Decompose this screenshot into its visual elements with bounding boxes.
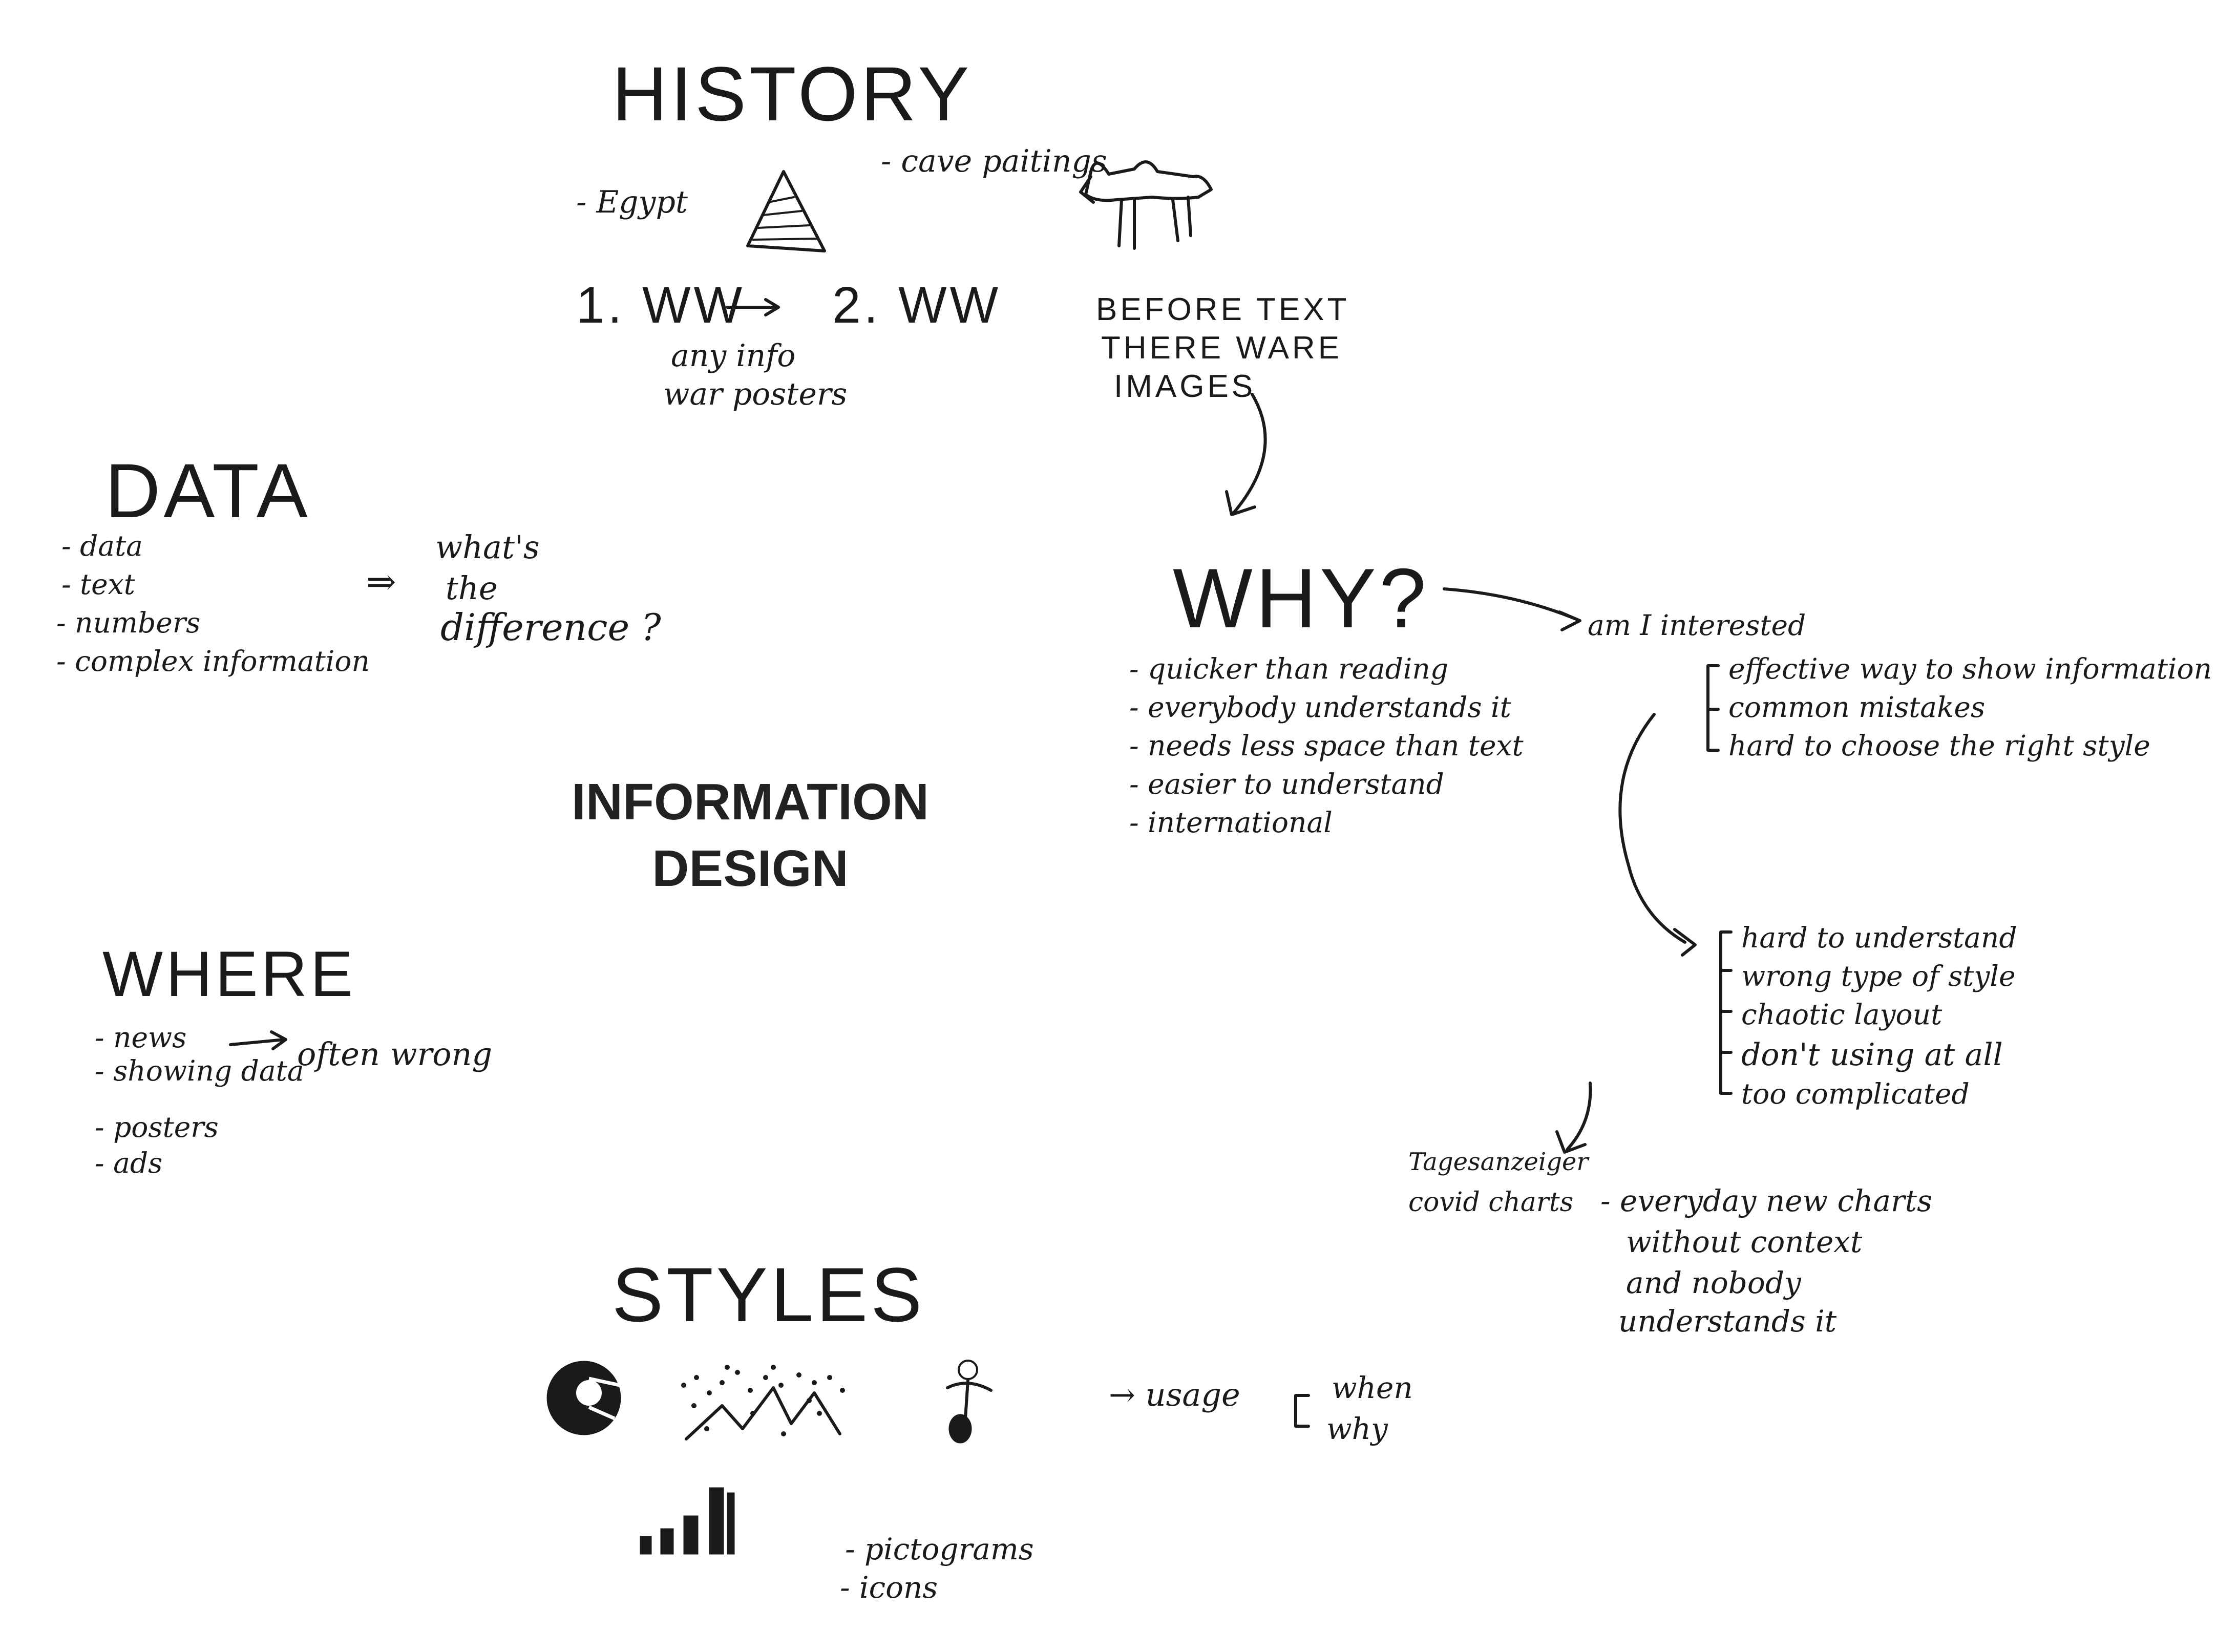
- pros-bracket: [1706, 664, 1720, 752]
- data-section: DATA - data - text - numbers - complex i…: [56, 448, 661, 677]
- why-item-2: - everybody understands it: [1129, 691, 1512, 724]
- why-example-line1: Tagesanzeiger: [1408, 1148, 1590, 1176]
- data-item-1: - data: [61, 530, 143, 562]
- styles-usage: → usage: [1109, 1376, 1240, 1413]
- data-item-4: - complex information: [56, 645, 370, 677]
- why-example-note-2: without context: [1626, 1224, 1863, 1259]
- why-item-1: - quicker than reading: [1129, 652, 1448, 685]
- styles-type-2: - icons: [840, 1570, 938, 1605]
- data-question-line3: difference ?: [440, 606, 661, 649]
- data-heading: DATA: [105, 448, 311, 534]
- history-to-why-arrow: [1225, 393, 1267, 516]
- history-ww1: 1. WW: [576, 277, 745, 334]
- where-item-2: - showing data: [95, 1054, 304, 1087]
- history-section: HISTORY - Egypt - cave paitings 1. WW 2.…: [576, 51, 1350, 412]
- ww-arrow: [726, 298, 780, 316]
- why-section: WHY? - quicker than reading - everybody …: [1129, 551, 2212, 1339]
- history-egypt: - Egypt: [576, 184, 688, 220]
- pie-chart-icon: [546, 1361, 621, 1435]
- where-item-1: - news: [95, 1021, 186, 1054]
- history-propaganda-line2: war posters: [663, 376, 847, 412]
- where-heading: WHERE: [102, 939, 356, 1010]
- why-example-note-4: understands it: [1618, 1304, 1837, 1339]
- scatter-chart-icon: [681, 1365, 845, 1441]
- bar-chart-icon: [640, 1487, 735, 1555]
- where-section: WHERE - news - showing data often wrong …: [95, 939, 492, 1179]
- styles-heading: STYLES: [612, 1252, 925, 1338]
- why-mistake-1: hard to understand: [1741, 921, 2017, 954]
- center-title-line1: INFORMATION: [572, 773, 929, 831]
- history-heading: HISTORY: [612, 51, 972, 137]
- history-before-line2: THERE WARE: [1101, 330, 1342, 366]
- styles-usage-why: why: [1326, 1411, 1388, 1446]
- center-title: INFORMATION DESIGN: [572, 773, 929, 897]
- why-item-5: - international: [1129, 806, 1333, 839]
- where-item-3: - posters: [95, 1111, 219, 1143]
- why-pro-1: effective way to show information: [1728, 652, 2212, 685]
- data-implies-arrow: ⇒: [366, 561, 396, 603]
- styles-type-1: - pictograms: [845, 1532, 1034, 1566]
- styles-section: STYLES → usage: [546, 1252, 1413, 1605]
- mistake-example-arrow: [1555, 1082, 1592, 1154]
- history-before-line3: IMAGES: [1114, 369, 1256, 404]
- why-mistake-5: too complicated: [1741, 1077, 1970, 1110]
- data-question-line1: what's: [435, 528, 540, 566]
- why-mistake-4: don't using at all: [1741, 1037, 2003, 1073]
- history-propaganda-line1: any info: [671, 338, 796, 374]
- where-often-wrong: often wrong: [297, 1035, 492, 1073]
- mistakes-bracket: [1719, 930, 1733, 1095]
- mistakes-arrow: [1618, 713, 1697, 957]
- history-before-line1: BEFORE TEXT: [1096, 292, 1350, 327]
- styles-usage-when: when: [1332, 1370, 1413, 1405]
- usage-bracket: [1294, 1394, 1310, 1428]
- why-example-line2: covid charts: [1408, 1187, 1573, 1218]
- why-pro-2: common mistakes: [1728, 691, 1985, 724]
- why-mistake-2: wrong type of style: [1741, 960, 2016, 992]
- cow-icon: [1079, 160, 1213, 250]
- why-example-note-3: and nobody: [1626, 1265, 1802, 1300]
- why-to-interested-arrow: [1443, 587, 1581, 631]
- center-title-line2: DESIGN: [652, 840, 848, 897]
- why-example-note-1: - everyday new charts: [1600, 1183, 1932, 1218]
- pictogram-figure-icon: [946, 1360, 993, 1444]
- why-pro-3: hard to choose the right style: [1728, 729, 2150, 762]
- data-item-2: - text: [61, 568, 136, 601]
- data-item-3: - numbers: [56, 606, 200, 639]
- history-cave-paintings: - cave paitings: [881, 143, 1107, 179]
- history-ww2: 2. WW: [832, 277, 1001, 334]
- why-heading: WHY?: [1173, 551, 1429, 645]
- data-question-line2: the: [446, 569, 498, 607]
- why-item-3: - needs less space than text: [1129, 729, 1524, 762]
- why-mistake-3: chaotic layout: [1741, 998, 1943, 1031]
- why-interested: am I interested: [1588, 609, 1806, 642]
- why-item-4: - easier to understand: [1129, 768, 1444, 800]
- where-item-4: - ads: [95, 1147, 162, 1179]
- where-arrow: [229, 1030, 287, 1050]
- pyramid-icon: [746, 170, 826, 252]
